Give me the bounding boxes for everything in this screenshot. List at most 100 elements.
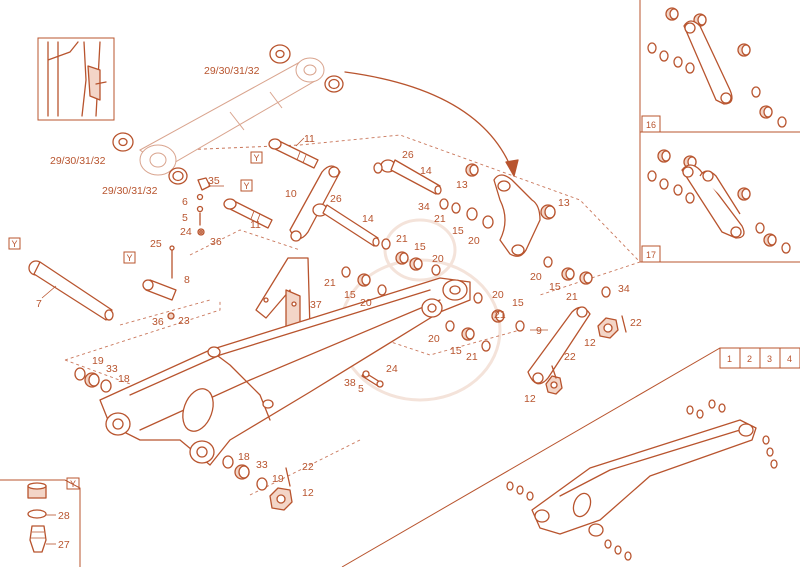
part-label: 18 — [238, 451, 250, 463]
inset-number: 17 — [646, 250, 656, 260]
part-label: 14 — [362, 213, 374, 225]
part-label: 19 — [272, 473, 284, 485]
part-label: 21 — [396, 233, 408, 245]
hydraulic-cylinder-ghost — [139, 57, 325, 176]
part-label: 29/30/31/32 — [204, 65, 260, 77]
part-label: 34 — [418, 201, 430, 213]
rings-bushings-upper — [341, 162, 494, 296]
rings-left-end — [74, 367, 112, 393]
part-label: 8 — [184, 274, 190, 286]
part-label: 12 — [584, 337, 596, 349]
variant-tag: Y — [12, 239, 18, 249]
part-label: 19 — [92, 355, 104, 367]
rings-bottom — [222, 455, 293, 511]
castle-nut-12-right — [597, 315, 627, 339]
pin-group-washers — [112, 44, 344, 185]
page-tab-2[interactable]: 2 — [747, 354, 752, 364]
pin-8 — [142, 245, 177, 320]
variant-tags: Y Y Y Y Y 16 17 — [8, 115, 661, 490]
part-label: 20 — [530, 271, 542, 283]
part-label: 22 — [302, 461, 314, 473]
part-label: 21 — [434, 213, 446, 225]
part-label: 15 — [344, 289, 356, 301]
part-label: 24 — [180, 226, 192, 238]
page-tab-4[interactable]: 4 — [787, 354, 792, 364]
part-label: 36 — [152, 316, 164, 328]
part-label: 27 — [58, 539, 70, 551]
part-label: 11 — [304, 133, 315, 145]
part-label: 24 — [386, 363, 398, 375]
inset-16-lever — [647, 7, 787, 128]
part-label: 33 — [256, 459, 268, 471]
part-label: 25 — [150, 238, 162, 250]
variant-tag: Y — [254, 153, 260, 163]
page-tab-3[interactable]: 3 — [767, 354, 772, 364]
part-label: 15 — [549, 281, 561, 293]
part-label: 20 — [432, 253, 444, 265]
part-label: 20 — [492, 289, 504, 301]
part-label: 12 — [524, 393, 536, 405]
part-label: 33 — [106, 363, 118, 375]
part-label: 29/30/31/32 — [50, 155, 106, 167]
part-label: 11 — [250, 219, 261, 231]
part-label: 15 — [414, 241, 426, 253]
rings-bushings-mid — [445, 256, 611, 352]
part-label: 10 — [285, 188, 297, 200]
bracket-37 — [255, 257, 311, 333]
link-arm-9 — [527, 306, 591, 385]
part-label: 14 — [420, 165, 432, 177]
part-label: 18 — [118, 373, 130, 385]
part-label: 21 — [466, 351, 478, 363]
boom-variant-overview — [506, 399, 778, 561]
bolt-38 — [361, 370, 384, 388]
part-label: 35 — [208, 175, 220, 187]
part-label: 21 — [566, 291, 578, 303]
part-label: 29/30/31/32 — [102, 185, 158, 197]
part-label: 26 — [402, 149, 414, 161]
part-label: 20 — [468, 235, 480, 247]
direction-arrow — [344, 71, 519, 177]
part-label: 15 — [452, 225, 464, 237]
part-label: 22 — [564, 351, 576, 363]
part-label: 20 — [428, 333, 440, 345]
part-label: 34 — [618, 283, 630, 295]
part-label: 13 — [558, 197, 570, 209]
page-tab-1[interactable]: 1 — [727, 354, 732, 364]
pin-14-lower — [312, 203, 380, 247]
part-label: 20 — [360, 297, 372, 309]
part-label: 37 — [310, 299, 322, 311]
castle-nut-12-mid — [545, 365, 563, 395]
variant-tag: Y — [70, 479, 76, 489]
pin-7 — [28, 260, 114, 321]
part-label: 38 — [344, 377, 356, 389]
page-tabs[interactable]: 1 2 3 4 — [719, 347, 800, 369]
pin-11-lower — [223, 198, 273, 229]
part-label: 5 — [358, 383, 364, 395]
pin-14-upper — [380, 159, 442, 195]
detail-inset-location — [37, 37, 115, 121]
part-label: 5 — [182, 212, 188, 224]
inset-17-lever — [647, 149, 791, 254]
part-label: 6 — [182, 196, 188, 208]
part-label: 28 — [58, 510, 70, 522]
part-label: 15 — [450, 345, 462, 357]
part-label: 21 — [324, 277, 336, 289]
part-label: 7 — [36, 298, 42, 310]
inset-number: 16 — [646, 120, 656, 130]
part-label: 23 — [178, 315, 190, 327]
link-13-upper — [493, 174, 556, 257]
part-label: 22 — [630, 317, 642, 329]
link-arm-10 — [289, 165, 341, 242]
leader-lines — [41, 137, 548, 545]
part-label: 9 — [536, 325, 542, 337]
variant-tag: Y — [127, 253, 133, 263]
part-labels: 29/30/31/32 29/30/31/32 29/30/31/32 11 1… — [36, 65, 642, 551]
part-label: 12 — [302, 487, 314, 499]
variant-tag: Y — [244, 181, 250, 191]
pin-11-upper — [268, 138, 319, 169]
part-label: 26 — [330, 193, 342, 205]
part-label: 21 — [494, 309, 506, 321]
part-label: 13 — [456, 179, 468, 191]
